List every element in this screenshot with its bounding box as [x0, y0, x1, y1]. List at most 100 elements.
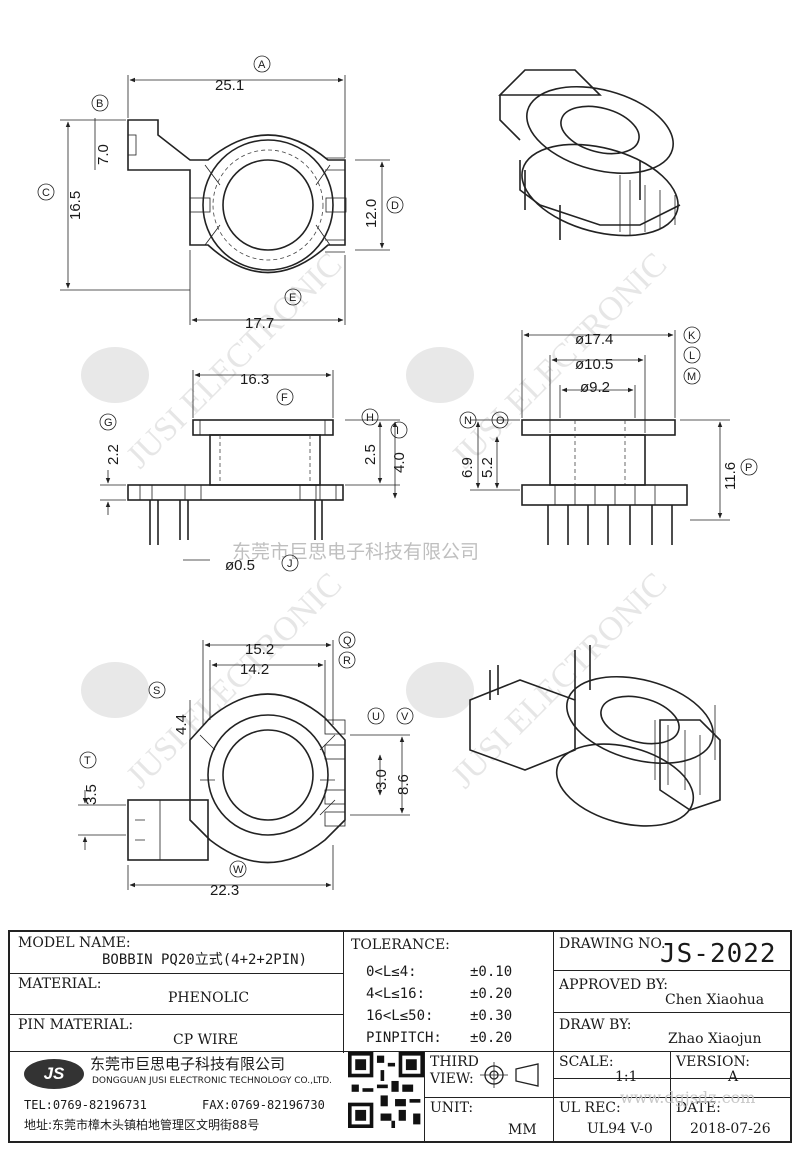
- isometric-view-top: [498, 69, 681, 240]
- svg-text:15.2: 15.2: [245, 641, 274, 658]
- dimension-W: 22.3 W: [210, 860, 247, 899]
- svg-text:17.7: 17.7: [245, 315, 274, 332]
- svg-text:11.6: 11.6: [722, 462, 739, 490]
- dimension-T: 3.5 T: [79, 751, 100, 805]
- tolerance-label: TOLERANCE:: [351, 937, 450, 953]
- version-label: VERSION:: [676, 1054, 750, 1070]
- dimension-lines-side: [470, 330, 730, 521]
- company-fax: FAX:0769-82196730: [202, 1098, 325, 1112]
- pin-material-label: PIN MATERIAL:: [18, 1017, 134, 1033]
- dimension-P: 11.6 P: [722, 458, 758, 490]
- svg-text:G: G: [104, 417, 113, 429]
- dimension-D: 12.0 D: [363, 196, 404, 228]
- dimension-lines-top: [60, 75, 390, 325]
- dimension-lines-bottom: [78, 640, 410, 890]
- third-view-label-2: VIEW:: [430, 1071, 474, 1087]
- svg-text:L: L: [689, 350, 695, 362]
- watermark-company: 东莞市巨思电子科技有限公司: [232, 541, 479, 563]
- approved-value: Chen Xiaohua: [665, 992, 765, 1008]
- watermark-brand: JUSI ELECTRONIC: [119, 566, 349, 796]
- company-address: 地址:东莞市樟木头镇柏地管理区文明街88号: [24, 1118, 260, 1132]
- svg-text:O: O: [496, 415, 505, 427]
- top-view: [127, 119, 347, 274]
- third-angle-projection-icon: [480, 1062, 539, 1088]
- svg-text:2.5: 2.5: [362, 444, 379, 465]
- drawing-no-value: JS-2022: [660, 939, 777, 969]
- watermark-brand: JUSI ELECTRONIC: [444, 246, 674, 476]
- svg-text:R: R: [343, 655, 351, 667]
- tolerance-range-3: 16<L≤50:: [366, 1008, 434, 1024]
- svg-text:7.0: 7.0: [95, 144, 112, 165]
- approved-label: APPROVED BY:: [559, 977, 668, 993]
- svg-text:8.6: 8.6: [395, 774, 412, 795]
- svg-text:T: T: [84, 755, 91, 767]
- tolerance-range-2: 4<L≤16:: [366, 986, 426, 1002]
- ul-rec-value: UL94 V-0: [587, 1121, 653, 1137]
- svg-text:ø9.2: ø9.2: [580, 379, 610, 396]
- dimension-C: 16.5 C: [37, 183, 84, 220]
- side-view: [521, 419, 688, 545]
- svg-text:ø17.4: ø17.4: [575, 331, 613, 348]
- tolerance-range-4: PINPITCH:: [366, 1030, 442, 1046]
- watermark-brand: JUSI ELECTRONIC: [119, 246, 349, 476]
- svg-text:E: E: [289, 292, 296, 304]
- svg-text:J: J: [287, 558, 293, 570]
- svg-text:C: C: [42, 187, 50, 199]
- unit-value: MM: [508, 1122, 537, 1138]
- unit-label: UNIT:: [430, 1100, 474, 1116]
- model-label: MODEL NAME:: [18, 935, 131, 951]
- svg-text:H: H: [366, 412, 374, 424]
- tolerance-value-1: ±0.10: [470, 964, 513, 980]
- dimension-M: ø9.2 M: [580, 367, 701, 396]
- technical-drawing: .ol{fill:none;stroke:#222;stroke-width:1…: [37, 55, 758, 899]
- svg-text:4.4: 4.4: [173, 714, 190, 735]
- dimension-L: ø10.5 L: [575, 346, 701, 373]
- svg-text:Q: Q: [343, 635, 352, 647]
- model-value: BOBBIN PQ20立式(4+2+2PIN): [102, 952, 308, 968]
- svg-text:P: P: [745, 462, 752, 474]
- svg-text:6.9: 6.9: [459, 457, 476, 478]
- svg-text:25.1: 25.1: [215, 77, 244, 94]
- dimension-J: ø0.5 J: [225, 554, 299, 574]
- dimension-A: 25.1 A: [215, 55, 271, 94]
- svg-text:16.3: 16.3: [240, 371, 269, 388]
- svg-text:M: M: [687, 371, 696, 383]
- svg-text:14.2: 14.2: [240, 661, 269, 678]
- scale-value: 1:1: [615, 1069, 638, 1085]
- dimension-F: 16.3 F: [240, 371, 294, 406]
- dimension-I: 4.0 I: [390, 421, 408, 473]
- draw-value: Zhao Xiaojun: [668, 1031, 762, 1047]
- date-label: DATE:: [676, 1100, 721, 1116]
- dimension-R: 14.2 R: [240, 651, 356, 678]
- tolerance-value-2: ±0.20: [470, 986, 513, 1002]
- dimension-Q: 15.2 Q: [245, 631, 356, 658]
- svg-text:S: S: [153, 685, 160, 697]
- svg-text:V: V: [401, 711, 409, 723]
- svg-text:12.0: 12.0: [363, 199, 380, 228]
- company-logo: JS: [24, 1059, 84, 1089]
- svg-text:B: B: [96, 98, 103, 110]
- date-value: 2018-07-26: [690, 1121, 771, 1137]
- svg-text:I: I: [396, 425, 399, 437]
- tolerance-range-1: 0<L≤4:: [366, 964, 417, 980]
- isometric-view-bottom: [469, 645, 721, 827]
- title-block: MODEL NAME: BOBBIN PQ20立式(4+2+2PIN) MATE…: [8, 930, 792, 1143]
- draw-label: DRAW BY:: [559, 1017, 632, 1033]
- company-name-cn: 东莞市巨思电子科技有限公司: [90, 1055, 286, 1073]
- company-tel: TEL:0769-82196731: [24, 1098, 147, 1112]
- svg-text:16.5: 16.5: [67, 191, 84, 220]
- dimension-B: 7.0 B: [91, 94, 112, 165]
- qr-code: [348, 1052, 424, 1128]
- dimension-N: 6.9 N: [459, 411, 477, 478]
- dimension-E: 17.7 E: [245, 288, 302, 332]
- svg-text:ø10.5: ø10.5: [575, 356, 613, 373]
- dimension-O: 5.2 O: [479, 411, 509, 478]
- ul-rec-label: UL REC:: [559, 1100, 621, 1116]
- third-view-label-1: THIRD: [430, 1054, 479, 1070]
- drawing-no-label: DRAWING NO.: [559, 936, 666, 952]
- pin-material-value: CP WIRE: [173, 1032, 239, 1048]
- svg-text:A: A: [258, 59, 266, 71]
- svg-text:N: N: [464, 415, 472, 427]
- svg-text:K: K: [688, 330, 696, 342]
- svg-text:3.0: 3.0: [373, 769, 390, 790]
